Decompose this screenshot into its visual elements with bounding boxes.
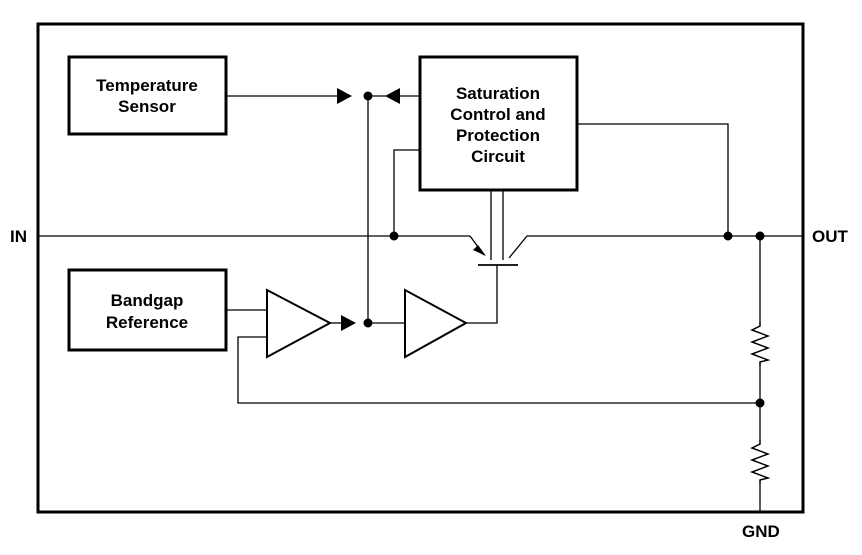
saturation-signal-arrow-icon — [385, 88, 400, 104]
pin-label-gnd: GND — [742, 522, 780, 541]
transistor-emitter-arrow — [473, 245, 486, 256]
lower-resistor-icon — [749, 440, 771, 484]
junction-dot-top — [363, 91, 373, 101]
junction-dot-out-sense — [723, 231, 733, 241]
bandgap-reference-label-line-2: Reference — [106, 313, 188, 332]
error-amplifier-icon — [266, 288, 333, 359]
temperature-sensor-block: Temperature Sensor — [67, 55, 228, 136]
junction-dot-out — [755, 231, 765, 241]
bandgap-reference-label-line-1: Bandgap — [111, 291, 184, 310]
wire-collector-to-out — [508, 235, 803, 259]
pin-label-in: IN — [10, 227, 27, 246]
temp-signal-arrow-icon — [337, 88, 352, 104]
wire-saturation-out-sense — [577, 123, 729, 236]
temperature-sensor-label-line-1: Temperature — [96, 76, 198, 95]
junction-dot-feedback — [755, 398, 765, 408]
pass-transistor — [473, 245, 518, 272]
saturation-control-label-line-1: Saturation — [456, 84, 540, 103]
saturation-control-label-line-3: Protection — [456, 126, 540, 145]
pin-label-out: OUT — [812, 227, 849, 246]
wire-amp2-to-base — [466, 272, 498, 324]
saturation-control-label-line-2: Control and — [450, 105, 545, 124]
amp1-output-arrow-icon — [341, 315, 356, 331]
saturation-control-label-line-4: Circuit — [471, 147, 525, 166]
junction-dots — [363, 91, 765, 408]
driver-amplifier-icon — [404, 288, 469, 359]
wire-saturation-sense — [393, 149, 420, 236]
junction-dot-amp — [363, 318, 373, 328]
saturation-control-block: Saturation Control and Protection Circui… — [418, 55, 579, 192]
temperature-sensor-label-line-2: Sensor — [118, 97, 176, 116]
wire-feedback — [237, 336, 760, 404]
bandgap-reference-block: Bandgap Reference — [67, 268, 228, 352]
upper-resistor-icon — [749, 322, 771, 366]
chip-outline — [36, 22, 805, 514]
junction-dot-in-sense — [389, 231, 399, 241]
